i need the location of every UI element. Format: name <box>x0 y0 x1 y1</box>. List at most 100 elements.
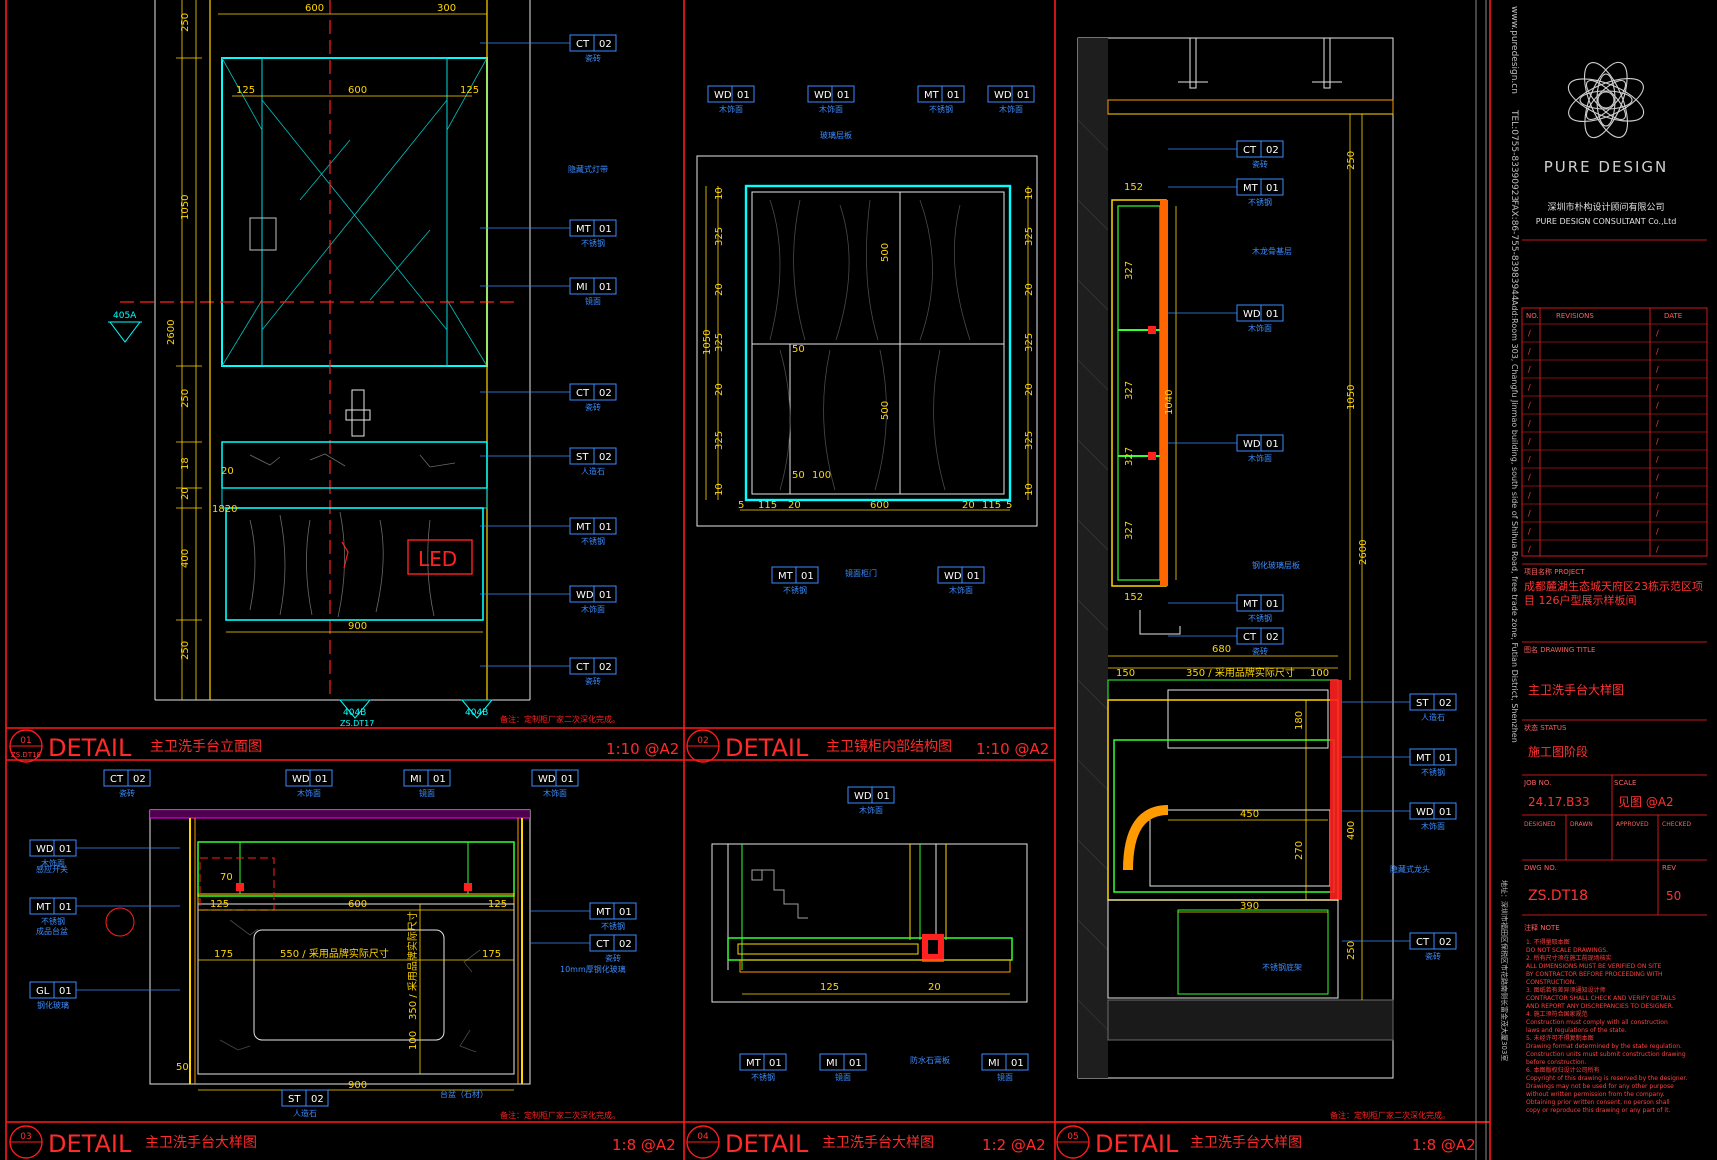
panel-04-section: 125 20 防水石膏板 <box>711 843 1028 1065</box>
dim-label: 325 <box>1024 431 1035 450</box>
material-code: MT <box>924 90 940 101</box>
dim-label: 327 <box>1124 381 1135 400</box>
dim-label: 10 <box>714 187 725 200</box>
dim-label: 20 <box>928 982 941 993</box>
section-marker-404b-right: 404B <box>460 699 494 719</box>
dim-label: 327 <box>1124 447 1135 466</box>
dim-label: 1040 <box>1164 390 1175 415</box>
panel-titlebar-03: 03 DETAIL 主卫洗手台大样图 1:8 @A2 <box>9 1125 676 1159</box>
svg-text:/: / <box>1656 473 1659 482</box>
note-line: Drawing format determined by the state r… <box>1526 1043 1682 1050</box>
dim-label: 115 <box>982 500 1001 511</box>
panel-title: 主卫洗手台大样图 <box>822 1135 934 1151</box>
annotation: 隐藏式龙头 <box>1390 864 1430 874</box>
svg-text:/: / <box>1656 329 1659 338</box>
material-number: 01 <box>1439 807 1452 818</box>
note-line: Copyright of this drawing is reserved by… <box>1526 1075 1687 1082</box>
dim-label: 152 <box>1124 182 1143 193</box>
status-value: 施工图阶段 <box>1528 744 1588 759</box>
dim-label: 250 <box>1346 151 1357 170</box>
detail-word: DETAIL <box>48 1130 132 1158</box>
dim-label: 600 <box>870 500 889 511</box>
panel-scale: 1:8 @A2 <box>1412 1136 1476 1154</box>
dim-label: 175 <box>482 949 501 960</box>
material-number: 01 <box>59 986 72 997</box>
annotation: 感应开关 <box>36 864 68 874</box>
detail-bubble-number: 05 <box>1067 1132 1078 1142</box>
material-desc: 瓷砖 <box>1425 951 1441 961</box>
section-marker-sheet: ZS.DT17 <box>340 719 374 728</box>
material-code: CT <box>576 388 590 399</box>
dim-label: 1820 <box>212 504 237 515</box>
note-line: 4. 施工须符合国家规范 <box>1526 1010 1588 1018</box>
material-desc: 镜面 <box>997 1072 1013 1082</box>
dim-label: 250 <box>180 389 191 408</box>
dim-label: 270 <box>1294 841 1305 860</box>
note-line: DO NOT SCALE DRAWINGS. <box>1526 947 1608 954</box>
note-line: Drawings may not be used for any other p… <box>1526 1083 1674 1090</box>
dim-label: 10 <box>714 483 725 496</box>
panel-title: 主卫洗手台立面图 <box>150 739 262 755</box>
material-code: MI <box>576 282 588 293</box>
title-block: www.puredesign.cn TEL:0755-83390923 FAX:… <box>1500 6 1708 1114</box>
material-number: 01 <box>561 774 574 785</box>
dim-label: 175 <box>214 949 233 960</box>
dim-label: 325 <box>714 227 725 246</box>
sign-approved: APPROVED <box>1616 821 1649 828</box>
material-desc: 瓷砖 <box>585 53 601 63</box>
job-no: 24.17.B33 <box>1528 795 1590 809</box>
sign-checked: CHECKED <box>1662 821 1691 828</box>
section-marker-405a: 405A <box>108 311 142 343</box>
brand-logo-icon <box>1567 61 1645 139</box>
note-line: 5. 未经许可不得复制本图 <box>1526 1034 1594 1042</box>
material-code: WD <box>854 791 872 802</box>
material-desc: 钢化玻璃 <box>37 1000 69 1010</box>
material-number: 02 <box>599 39 612 50</box>
material-desc: 不锈钢 <box>929 104 953 114</box>
scale-label: SCALE <box>1614 779 1636 787</box>
svg-text:/: / <box>1528 491 1531 500</box>
detail-word: DETAIL <box>48 734 132 762</box>
dim-label: 100 <box>1310 668 1329 679</box>
note-line: ALL DIMENSIONS MUST BE VERIFIED ON SITE <box>1526 963 1662 970</box>
detail-bubble-number: 03 <box>20 1132 31 1142</box>
svg-text:/: / <box>1528 365 1531 374</box>
dim-label: 20 <box>962 500 975 511</box>
material-number: 01 <box>877 791 890 802</box>
revisions-table: ////////////////////////// <box>1522 323 1707 554</box>
material-number: 02 <box>1266 145 1279 156</box>
brand-name: PURE DESIGN <box>1544 158 1669 176</box>
dim-label: 125 <box>236 85 255 96</box>
material-code: GL <box>36 986 50 997</box>
dim-label: 680 <box>1212 644 1231 655</box>
detail-bubble-number: 02 <box>697 736 708 746</box>
material-number: 01 <box>1266 439 1279 450</box>
material-number: 02 <box>133 774 146 785</box>
sign-drawn: DRAWN <box>1570 821 1593 828</box>
dim-label: 600 <box>348 899 367 910</box>
material-number: 01 <box>315 774 328 785</box>
material-number: 01 <box>769 1058 782 1069</box>
material-code: MI <box>410 774 422 785</box>
svg-text:/: / <box>1528 401 1531 410</box>
note-text: 备注：定制柜厂家二次深化完成。 <box>1330 1110 1450 1120</box>
annotation: 不锈钢底架 <box>1262 962 1302 972</box>
panel-titlebar-04: 04 DETAIL 主卫洗手台大样图 1:2 @A2 <box>686 1125 1046 1159</box>
panel-scale: 1:10 @A2 <box>606 740 679 758</box>
svg-text:/: / <box>1528 419 1531 428</box>
dim-label: 20 <box>180 487 191 500</box>
detail-word: DETAIL <box>725 734 809 762</box>
dim-label: 20 <box>714 283 725 296</box>
note-line: Construction units must submit construct… <box>1526 1051 1686 1058</box>
dim-label: 50 <box>792 344 805 355</box>
